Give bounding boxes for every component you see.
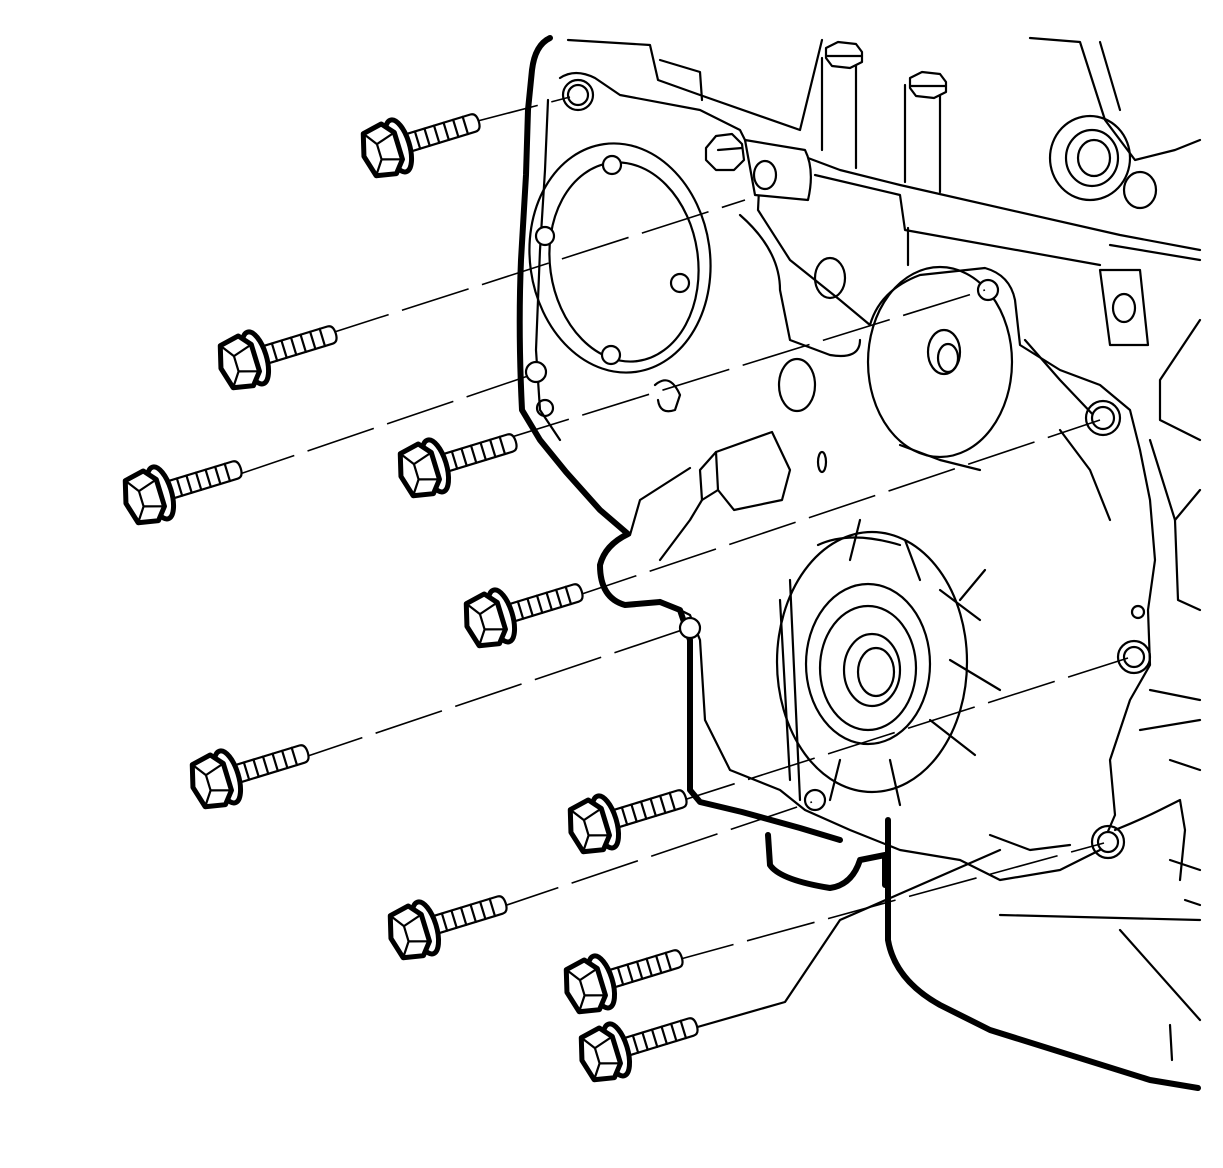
- bracket-bolt: [704, 132, 812, 202]
- flange-bolt-icon: [356, 96, 487, 183]
- flange-bolt-icon: [563, 772, 694, 859]
- engine-block: [566, 36, 1202, 1091]
- stud-nut-icon: [824, 40, 948, 100]
- front-cover: [516, 35, 1187, 882]
- bolt-group: [118, 96, 705, 1087]
- cover-bolt-holes: [524, 78, 1152, 860]
- flange-bolt-icon: [559, 932, 690, 1019]
- flange-bolt-icon: [393, 416, 524, 503]
- flange-bolt-icon: [383, 878, 514, 965]
- flange-bolt-icon: [185, 727, 316, 814]
- flange-bolt-icon: [459, 566, 590, 653]
- leader-lines: [227, 96, 1129, 1034]
- flange-bolt-icon: [118, 443, 249, 530]
- flange-bolt-icon: [213, 308, 344, 395]
